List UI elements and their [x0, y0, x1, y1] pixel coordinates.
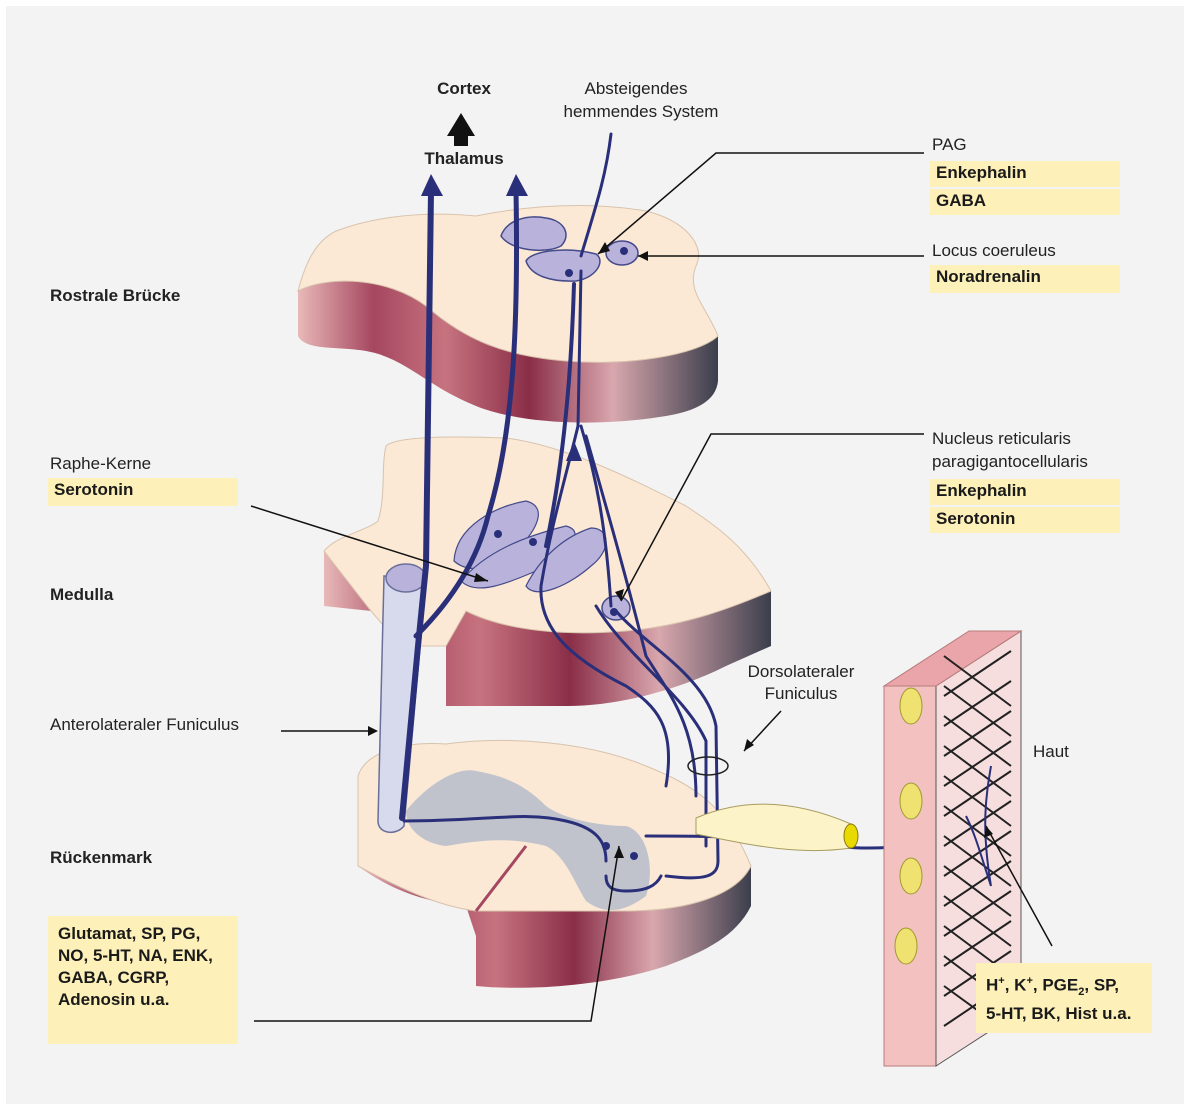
pag-transmitter-enkephalin: Enkephalin: [930, 161, 1120, 187]
nucleus-reticularis-label-line1: Nucleus reticularis: [932, 428, 1071, 450]
nucleus-reticularis-label-line2: paragigantocellularis: [932, 451, 1088, 473]
nucleus-transmitter-serotonin: Serotonin: [930, 507, 1120, 533]
level-label-spinal-cord: Rückenmark: [50, 847, 152, 869]
figure-canvas: Cortex Thalamus Absteigendes hemmendes S…: [6, 6, 1184, 1104]
spinal-cord-slab: [358, 740, 751, 987]
pag-transmitter-gaba: GABA: [930, 189, 1120, 215]
level-label-medulla: Medulla: [50, 584, 113, 606]
level-label-rostral-pons: Rostrale Brücke: [50, 285, 180, 307]
locus-transmitter: Noradrenalin: [930, 265, 1120, 293]
thalamus-label: Thalamus: [414, 148, 514, 170]
mediator-h: H: [986, 976, 998, 995]
spinal-transmitters-box: Glutamat, SP, PG, NO, 5-HT, NA, ENK, GAB…: [48, 916, 238, 1044]
raphe-transmitter: Serotonin: [48, 478, 238, 506]
descending-system-label-line1: Absteigendes: [561, 78, 711, 100]
descending-system-label-line2: hemmendes System: [561, 101, 721, 123]
nucleus-transmitter-enkephalin: Enkephalin: [930, 479, 1120, 505]
up-arrow-icon: [447, 113, 475, 146]
cortex-label: Cortex: [424, 78, 504, 100]
anterolateral-funiculus-label: Anterolateraler Funiculus: [50, 714, 239, 736]
raphe-label: Raphe-Kerne: [50, 453, 151, 475]
mediators-line2: 5-HT, BK, Hist u.a.: [986, 1004, 1131, 1023]
skin-label: Haut: [1033, 741, 1069, 763]
locus-coeruleus-label: Locus coeruleus: [932, 240, 1056, 262]
dorsolateral-funiculus-label-line2: Funiculus: [741, 683, 861, 705]
skin-mediators-box: H+, K+, PGE2, SP, 5-HT, BK, Hist u.a.: [976, 963, 1152, 1033]
dorsolateral-funiculus-label-line1: Dorsolateraler: [741, 661, 861, 683]
pag-label: PAG: [932, 134, 967, 156]
